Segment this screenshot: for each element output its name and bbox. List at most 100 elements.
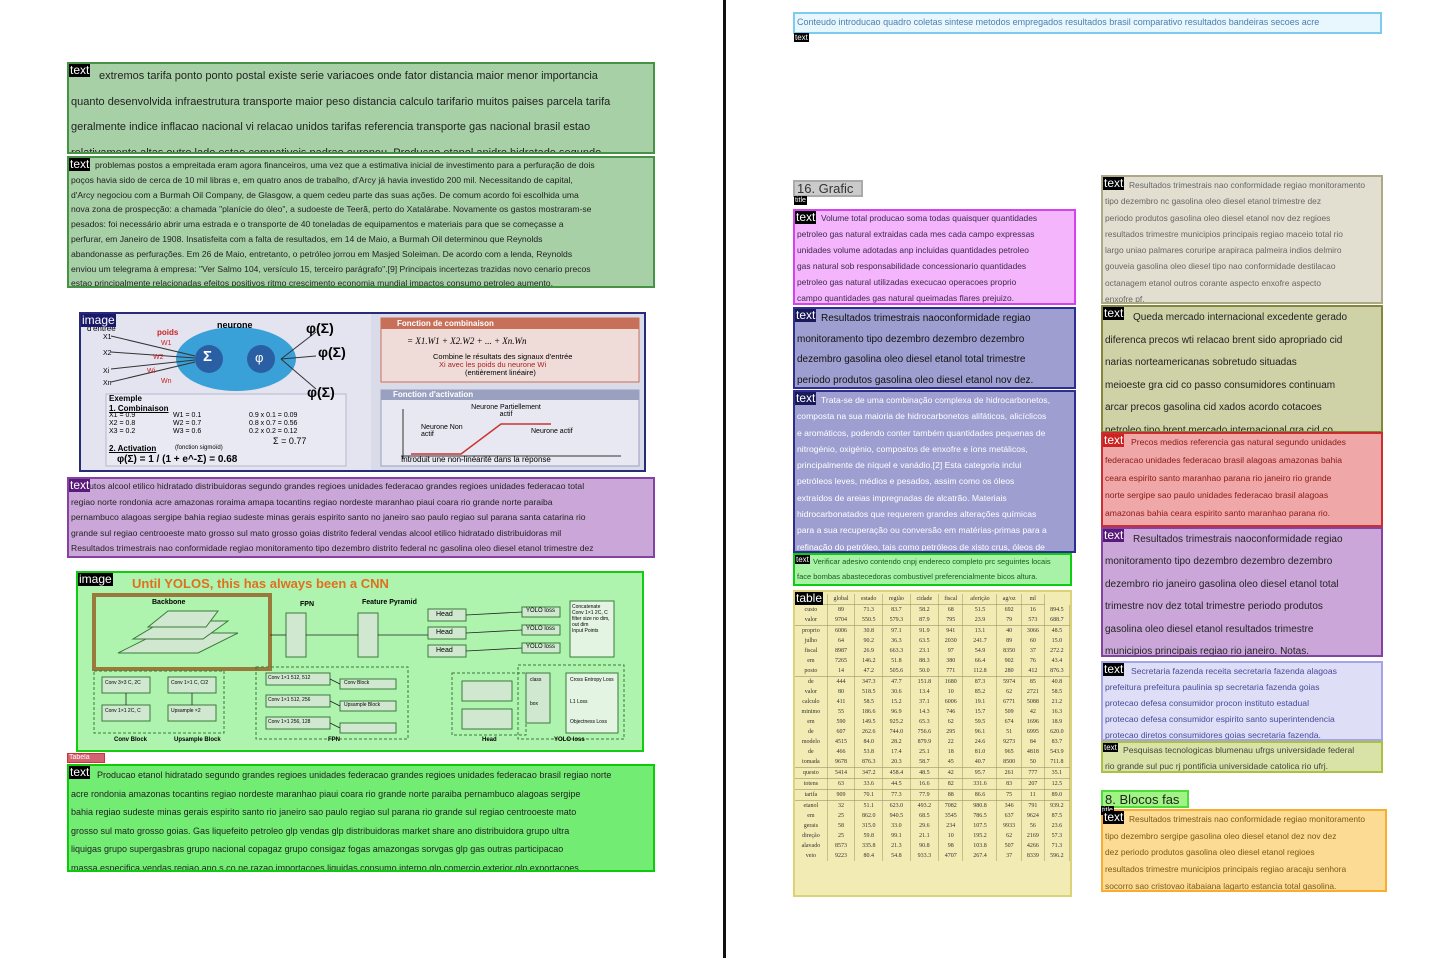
table-cell: 54.8 xyxy=(882,851,911,861)
text-line: enxofre pf. xyxy=(1105,294,1145,304)
table-cell: 925.2 xyxy=(882,717,911,727)
text-line: perfurar, em Janeiro de 1908. Insatisfei… xyxy=(71,233,543,244)
table-cell: 54.9 xyxy=(962,646,998,656)
text-line: Resultados trimestrais nao conformidade … xyxy=(1129,180,1366,190)
table-header-cell: ag/oz xyxy=(996,594,1022,605)
act-active: Neurone actif xyxy=(531,428,573,435)
table-cell: 62 xyxy=(938,717,964,727)
text-line: prefeitura prefeitura paulinia sp secret… xyxy=(1105,682,1320,692)
table-cell: 71.3 xyxy=(1044,841,1070,851)
text-line: petróleos leves, médios e pesados, assim… xyxy=(797,476,1015,487)
table-cell: 509 xyxy=(996,707,1022,717)
text-line: e aromáticos, podendo conter também quan… xyxy=(797,427,1046,438)
yolo-head-2: Head xyxy=(436,629,453,636)
combo-desc-2: Xi avec les poids du neurone Wi xyxy=(439,360,547,369)
table-cell: 16.6 xyxy=(910,778,940,790)
text-line: tipo dezembro sergipe gasolina oleo dies… xyxy=(1105,830,1337,841)
label-text: text xyxy=(1103,743,1118,752)
text-line: quanto desenvolvida infraestrutura trans… xyxy=(71,95,611,108)
table-cell: 89.0 xyxy=(1044,789,1070,801)
table-cell: 21.1 xyxy=(910,831,940,841)
text-line: diferenca precos wti relacao brent sido … xyxy=(1105,334,1343,346)
table-cell: 335.8 xyxy=(854,841,884,851)
table-cell: 58.5 xyxy=(854,697,884,707)
table-cell: 40.8 xyxy=(1044,676,1070,687)
table-cell: 623.0 xyxy=(882,800,911,811)
text-line: gasolina oleo diesel etanol resultados t… xyxy=(1105,623,1314,635)
table-cell: 28.2 xyxy=(882,737,911,747)
table-cell: 37 xyxy=(996,851,1022,861)
yolo-loss-3: YOLO loss xyxy=(526,644,556,650)
table-header-cell: estado xyxy=(854,594,884,605)
sigmoid-formula: φ(Σ) = 1 / (1 + e^-Σ) = 0.68 xyxy=(117,454,238,465)
yolo-block: Conv 3×3 C, 2C xyxy=(105,680,141,686)
table-cell: 97 xyxy=(938,646,964,656)
table-cell: 60 xyxy=(1021,636,1045,646)
step-1: 1. Combinaison xyxy=(109,404,169,413)
text-block-yellowgreen: text Pesquisas tecnologicas blumenau ufr… xyxy=(1101,741,1383,773)
table-cell: 347.2 xyxy=(854,767,884,779)
yolo-block: Conv 1×1 512, 256 xyxy=(268,697,311,703)
table-cell: questo xyxy=(795,767,828,779)
table-cell: 62 xyxy=(996,687,1022,697)
table-cell: 66.4 xyxy=(962,656,998,666)
table-cell: 10 xyxy=(938,687,964,697)
val: 0.2 x 0.2 = 0.12 xyxy=(249,428,298,435)
header-text: Conteudo introducao quadro coletas sinte… xyxy=(793,12,1382,34)
text-line: petroleo gas natural utilizadas execucao… xyxy=(797,276,1017,287)
legend-item: Concatenate xyxy=(572,604,601,610)
text-line: d'Arcy negociou com a Burmah Oil Company… xyxy=(71,189,579,200)
table-cell: 90.8 xyxy=(910,841,940,851)
section-title-text: 16. Grafic xyxy=(797,181,854,196)
table-cell: 902 xyxy=(996,656,1022,666)
input-xn: Xn xyxy=(103,380,112,387)
input-xi: Xi xyxy=(103,368,110,375)
table-cell: 51.5 xyxy=(962,604,998,615)
yolo-block: Conv 1×1 C, C/2 xyxy=(171,680,209,686)
table-cell: 6006 xyxy=(938,697,964,707)
table-cell: 89 xyxy=(827,604,856,615)
yolo-bottom: YOLO loss xyxy=(554,737,585,743)
text-block-green-small: text Verificar adesivo contendo cnpj end… xyxy=(793,553,1072,586)
table-cell: 3545 xyxy=(938,811,964,821)
table-cell: 195.2 xyxy=(962,831,998,841)
text-line: Conteudo introducao quadro coletas sinte… xyxy=(797,17,1320,27)
act-partial: Neurone Partiellement actif xyxy=(471,404,541,418)
table-cell: 48.5 xyxy=(1044,625,1070,636)
table-cell: 17.4 xyxy=(882,747,911,757)
val: W3 = 0.6 xyxy=(173,428,202,435)
text-block-orange: text Resultados trimestrais nao conformi… xyxy=(1101,809,1387,892)
table-cell: 79 xyxy=(996,615,1022,626)
val: 0.9 x 0.1 = 0.09 xyxy=(249,412,298,419)
table-cell: 33.0 xyxy=(882,821,911,831)
val: W2 = 0.7 xyxy=(173,420,202,427)
table-cell: 103.8 xyxy=(962,841,998,851)
table-cell: 234 xyxy=(938,821,964,831)
label-text: text xyxy=(794,33,809,42)
label-text: text xyxy=(1103,662,1125,676)
table-header-cell: cidade xyxy=(910,594,940,605)
input-x1: X1 xyxy=(103,334,112,341)
text-line: massa especifica vendas regiao ano s co … xyxy=(71,862,582,872)
table-cell: 579.3 xyxy=(882,615,911,626)
table-cell: 58.2 xyxy=(910,604,940,615)
text-line: Volume total producao soma todas quaisqu… xyxy=(821,213,1038,223)
table-cell: 4266 xyxy=(1021,841,1045,851)
table-cell: 85 xyxy=(1021,676,1045,687)
text-block-navy-2: text Trata-se de uma combinação complexa… xyxy=(793,390,1076,553)
text-line: para a sua recuperação ou conversão em m… xyxy=(797,525,1047,536)
text-line: abandonasse as perfurações. Em 26 de Mai… xyxy=(71,248,573,259)
table-cell: 458.4 xyxy=(882,767,911,779)
val: X3 = 0.2 xyxy=(109,428,136,435)
section-title-text: 8. Blocos fas xyxy=(1105,792,1180,807)
yolo-bottom: Head xyxy=(482,737,497,743)
text-block-1: text extremos tarifa ponto ponto postal … xyxy=(67,62,655,154)
